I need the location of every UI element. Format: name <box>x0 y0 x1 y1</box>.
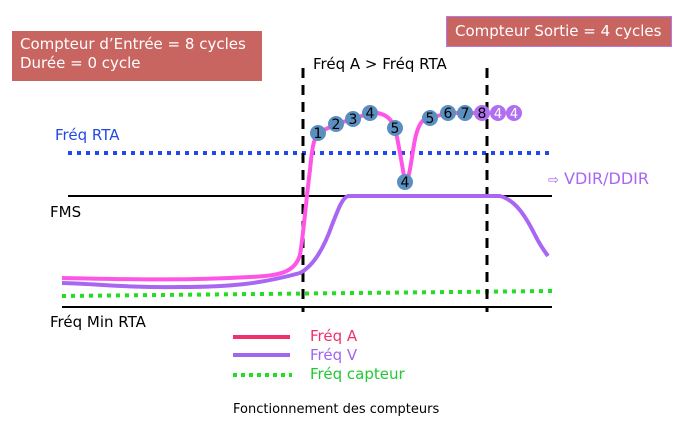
svg-text:1: 1 <box>314 126 323 142</box>
svg-text:4: 4 <box>366 106 375 122</box>
freq-capteur-line <box>61 289 553 298</box>
marker-5b: 5 <box>422 110 438 127</box>
input-counter-markers: 1 2 3 4 5 4 5 6 7 8 <box>310 105 490 191</box>
freq-rta-label: Fréq RTA <box>55 126 120 144</box>
freq-v-curve <box>61 194 550 290</box>
svg-text:5: 5 <box>391 121 400 137</box>
legend-freq-v-label: Fréq V <box>310 346 358 364</box>
marker-1: 1 <box>310 125 326 142</box>
svg-text:2: 2 <box>332 117 341 133</box>
arrow-right-icon: ⇨ <box>548 173 559 188</box>
marker-2: 2 <box>328 116 344 133</box>
fms-label: FMS <box>50 203 82 221</box>
svg-text:6: 6 <box>444 106 453 122</box>
freq-min-rta-label: Fréq Min RTA <box>50 313 146 331</box>
svg-text:4: 4 <box>510 107 518 122</box>
legend-freq-a-label: Fréq A <box>310 327 358 345</box>
condition-label: Fréq A > Fréq RTA <box>313 55 447 73</box>
out-marker-2: 4 <box>506 105 522 122</box>
marker-6: 6 <box>440 105 456 122</box>
output-counter-markers: 4 4 <box>490 105 522 122</box>
marker-5: 5 <box>387 120 403 137</box>
caption: Fonctionnement des compteurs <box>233 402 440 417</box>
vdir-ddir-text: VDIR/DDIR <box>564 169 649 188</box>
svg-text:4: 4 <box>494 107 502 122</box>
legend-capteur-label: Fréq capteur <box>310 365 405 383</box>
marker-7: 7 <box>457 105 473 122</box>
svg-text:4: 4 <box>401 175 410 191</box>
input-counter-text: Compteur d’Entrée = 8 cycles <box>20 35 246 53</box>
marker-8: 8 <box>474 105 490 122</box>
input-counter-box: Compteur d’Entrée = 8 cycles Durée = 0 c… <box>12 31 262 81</box>
svg-text:7: 7 <box>461 106 470 122</box>
vdir-ddir-label: ⇨ VDIR/DDIR <box>548 169 649 188</box>
output-counter-box: Compteur Sortie = 4 cycles <box>446 16 672 47</box>
duration-text: Durée = 0 cycle <box>20 54 141 72</box>
svg-text:8: 8 <box>478 106 487 122</box>
marker-4-dip: 4 <box>397 174 413 191</box>
svg-text:3: 3 <box>349 112 358 128</box>
marker-4: 4 <box>362 105 378 122</box>
svg-text:5: 5 <box>426 111 435 127</box>
marker-3: 3 <box>345 111 361 128</box>
out-marker-1: 4 <box>490 105 506 122</box>
